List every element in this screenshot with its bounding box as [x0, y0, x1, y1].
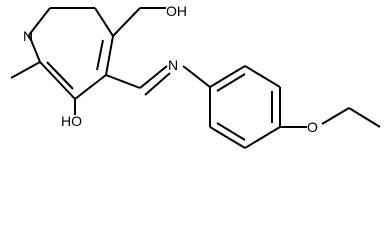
ether-oxygen-label: O [307, 119, 318, 135]
bond-benzene-inner-1 [216, 73, 246, 92]
bond-c4-ch [105, 74, 141, 89]
bond-o-ch2 [321, 107, 350, 125]
bond-benzene-2 [244, 65, 281, 88]
bond-c5-c4-inner [96, 39, 104, 71]
bond-benzene-5 [209, 126, 246, 149]
bond-c2-n1 [28, 34, 41, 63]
ring-hydroxyl-label: HO [61, 113, 82, 129]
bond-c5-ch2 [112, 7, 141, 37]
bond-n1-c6 [28, 7, 51, 36]
pyridine-nitrogen-label: N [23, 28, 33, 44]
bond-n-aryl [182, 65, 211, 88]
bond-ch-n-double-2 [144, 72, 171, 96]
hydroxymethyl-oh-label: OH [166, 3, 187, 19]
bond-benzene-inner-3 [216, 122, 246, 141]
bond-c3-c2-inner [46, 61, 74, 90]
bond-ch2-ch3 [348, 107, 381, 128]
bond-c5-c4 [105, 35, 114, 76]
bond-c3-c2 [39, 61, 76, 100]
chemical-structure-canvas: N OH HO N O [10, 3, 381, 149]
bond-c2-methyl [10, 61, 41, 79]
bond-benzene-1 [209, 65, 246, 88]
bond-c6-c5 [94, 7, 114, 37]
imine-nitrogen-label: N [168, 57, 178, 73]
bond-c4-c3 [74, 74, 107, 100]
molecule-drawing: N OH HO N O [10, 3, 381, 149]
bond-ch-n-double-1 [139, 65, 168, 89]
bond-benzene-4 [244, 126, 281, 149]
